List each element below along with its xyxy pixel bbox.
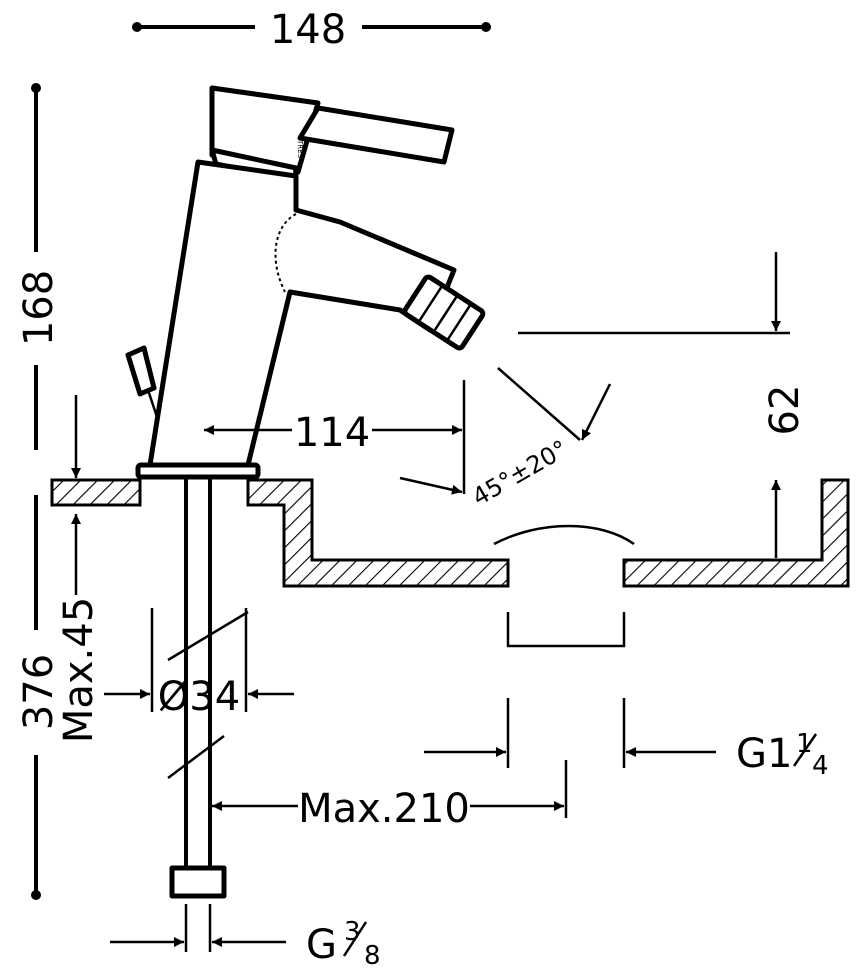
dimension-supply-thread: G 3 8 (110, 904, 381, 971)
hole-diameter-label: Ø34 (158, 674, 240, 720)
supply-thread-numerator: 3 (344, 917, 361, 947)
spout-aerator (402, 274, 486, 351)
dimension-spray-angle: 45°±20° (399, 367, 612, 512)
height-label: 168 (16, 270, 62, 346)
faucet-body: TRES (125, 85, 486, 480)
spout-height-label: 62 (762, 385, 808, 436)
supply-thread-denominator: 8 (364, 941, 381, 971)
dimension-width-148: 148 (132, 7, 491, 53)
popup-rod (125, 345, 160, 421)
brand-logo: TRES (296, 139, 304, 159)
hose-length-label: 376 (16, 654, 62, 730)
spray-angle-label: 45°±20° (467, 435, 572, 512)
waste-thread-denominator: 4 (812, 751, 829, 781)
dimension-height-168: 168 (16, 83, 62, 450)
dimension-hose-376: 376 (16, 495, 62, 900)
dimension-hole-34: Ø34 (104, 608, 294, 720)
supply-hose (167, 478, 249, 899)
width-label: 148 (270, 7, 346, 53)
dimension-height-62: 62 (518, 252, 808, 558)
dimension-deck-max45: Max.45 (56, 395, 102, 743)
counter-deck (50, 478, 850, 648)
supply-thread-label: G (306, 922, 337, 968)
dimension-max-210: Max.210 (212, 760, 568, 832)
max-reach-label: Max.210 (298, 786, 470, 832)
dimension-waste-thread: G1 1 4 (424, 698, 829, 781)
reach-label: 114 (294, 410, 370, 456)
waste-thread-numerator: 1 (796, 729, 813, 759)
waste-thread-label: G1 (736, 731, 792, 777)
dimension-reach-114: 114 (204, 380, 466, 494)
deck-thickness-label: Max.45 (56, 597, 102, 743)
